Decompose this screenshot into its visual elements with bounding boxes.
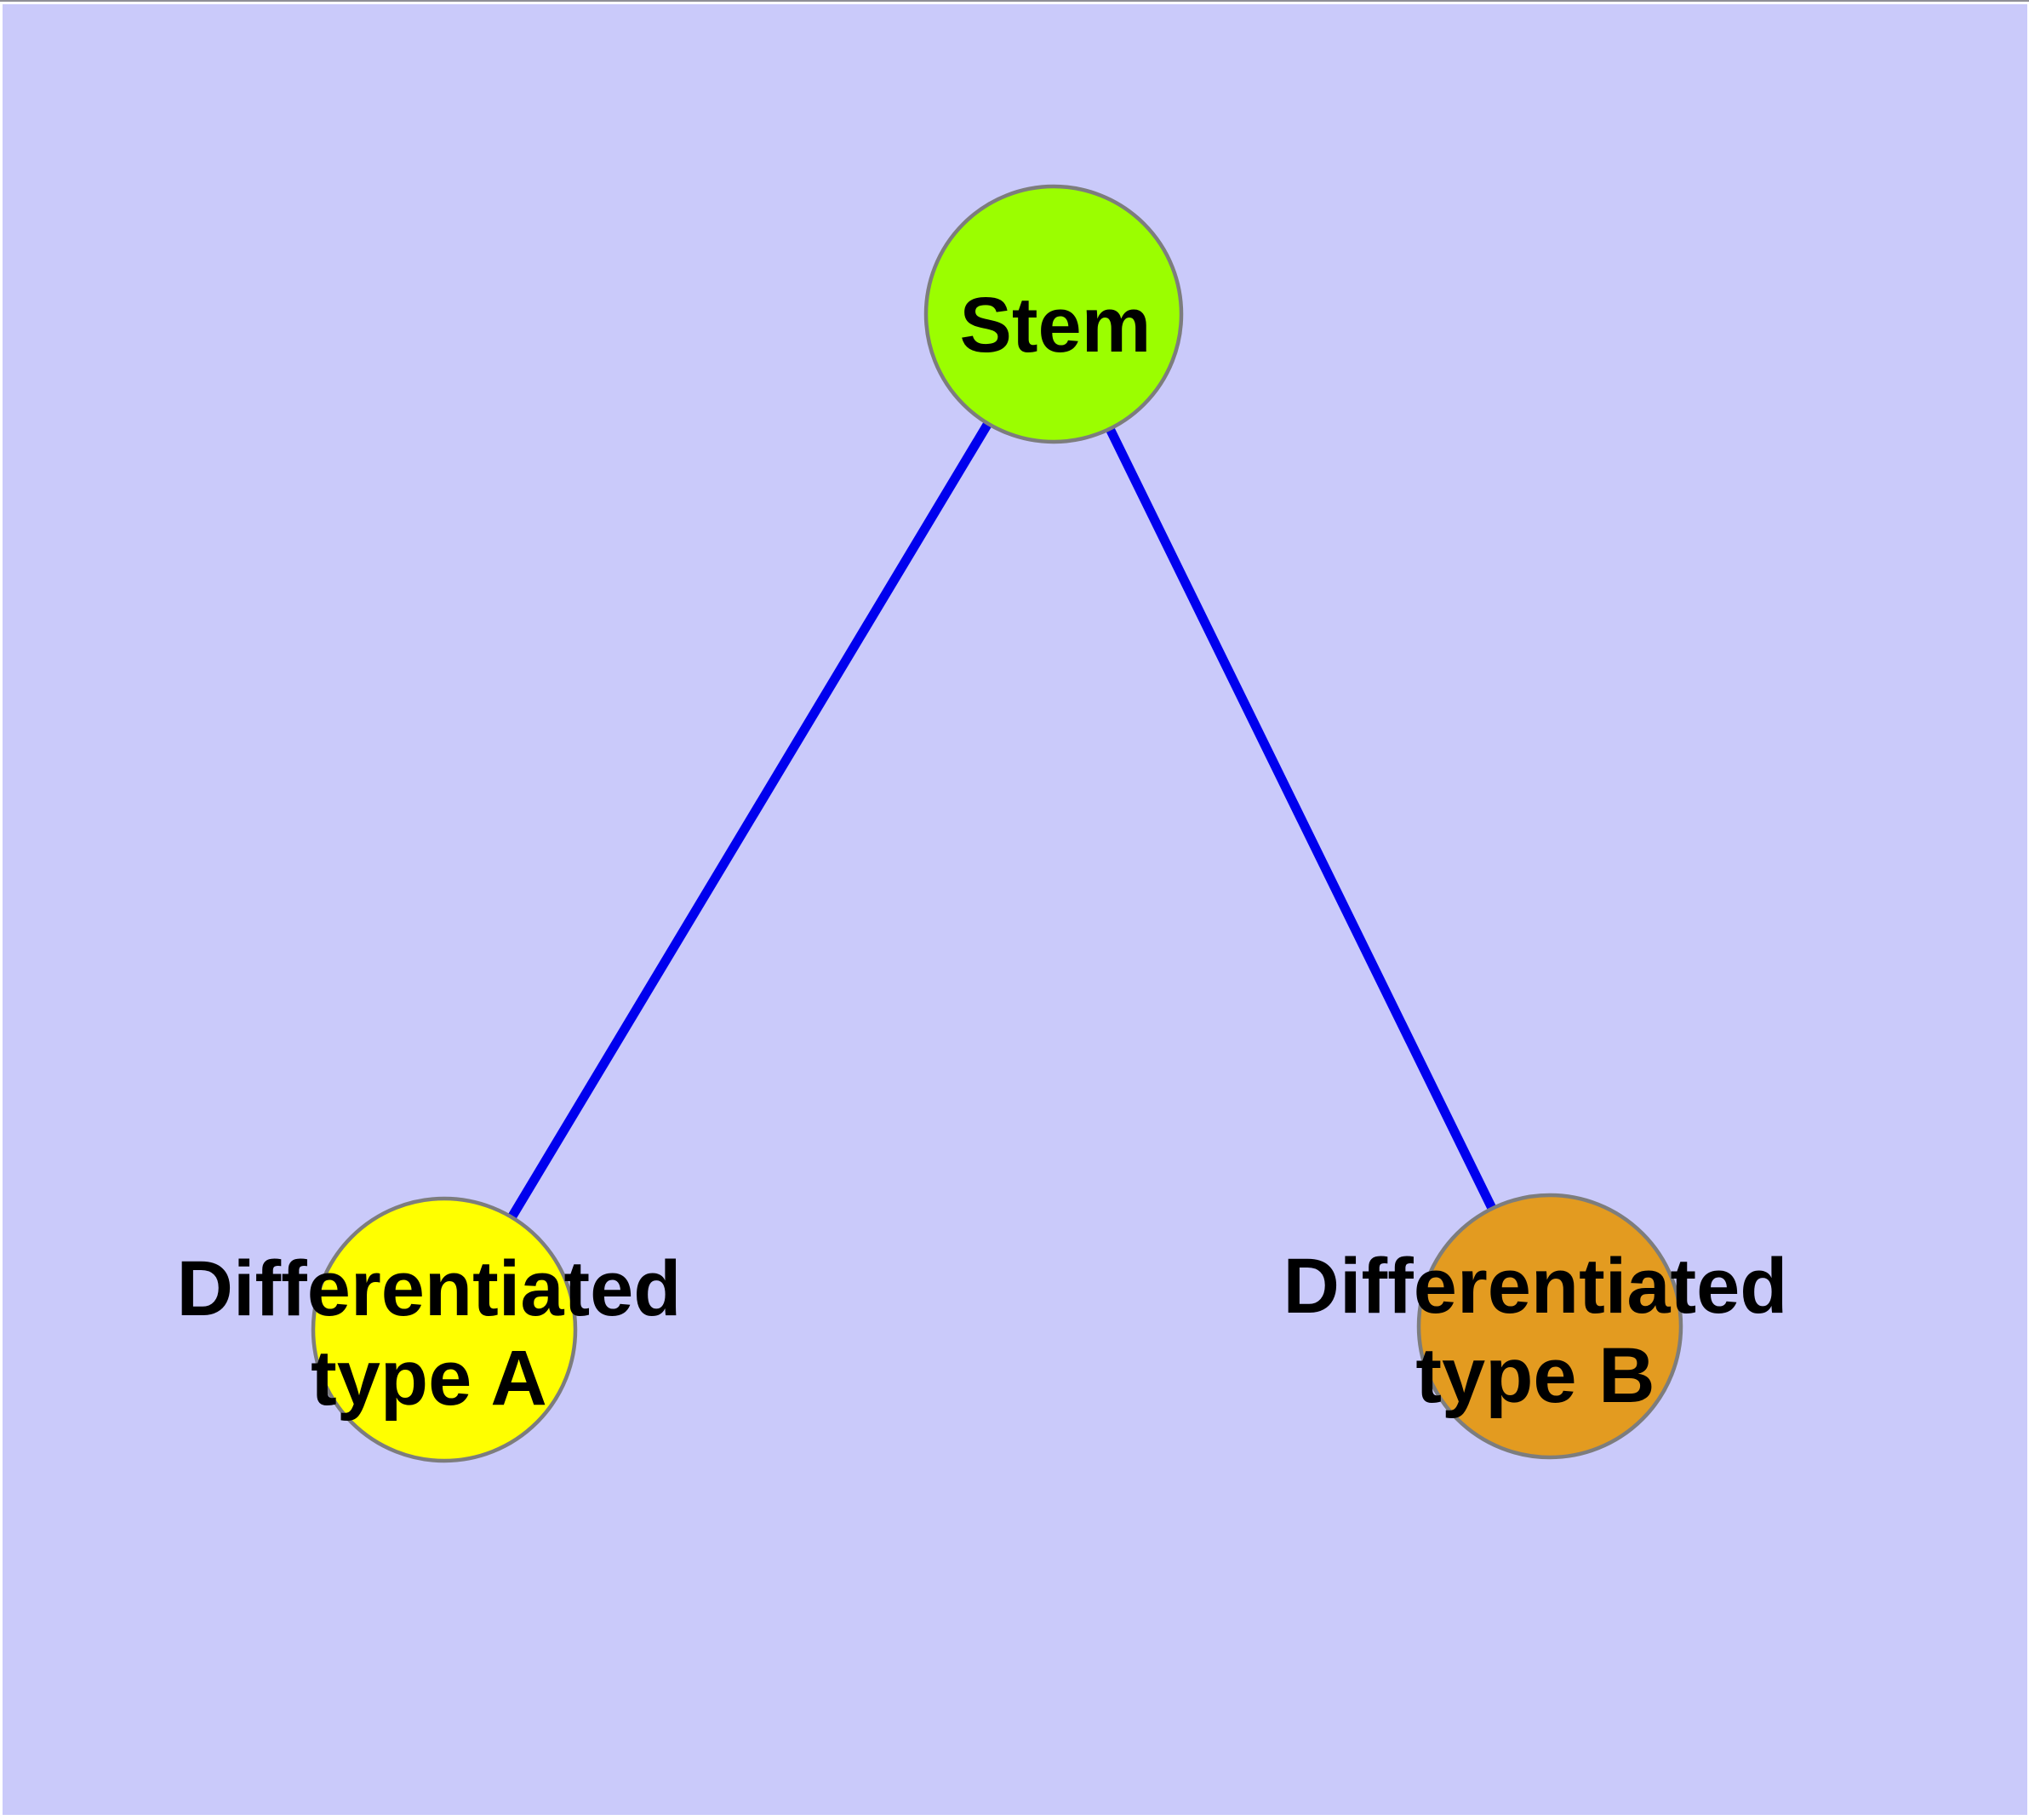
node-type-b-label-line1: Differentiated <box>1283 1243 1788 1330</box>
edge-stem-to-type-a <box>440 312 1058 1332</box>
node-stem <box>923 184 1184 444</box>
labels-layer: Stem Differentiated type A Differentiate… <box>177 282 1788 1422</box>
edges-layer <box>440 312 1554 1332</box>
node-type-a <box>311 1196 578 1463</box>
edge-stem-to-type-b <box>1049 312 1554 1329</box>
node-type-a-label-line2: type A <box>311 1335 547 1422</box>
node-stem-label: Stem <box>960 282 1152 369</box>
node-type-b-label-line2: type B <box>1415 1332 1655 1419</box>
node-type-b <box>1416 1193 1683 1460</box>
node-type-a-label-line1: Differentiated <box>177 1245 682 1332</box>
nodes-layer <box>311 184 1683 1463</box>
